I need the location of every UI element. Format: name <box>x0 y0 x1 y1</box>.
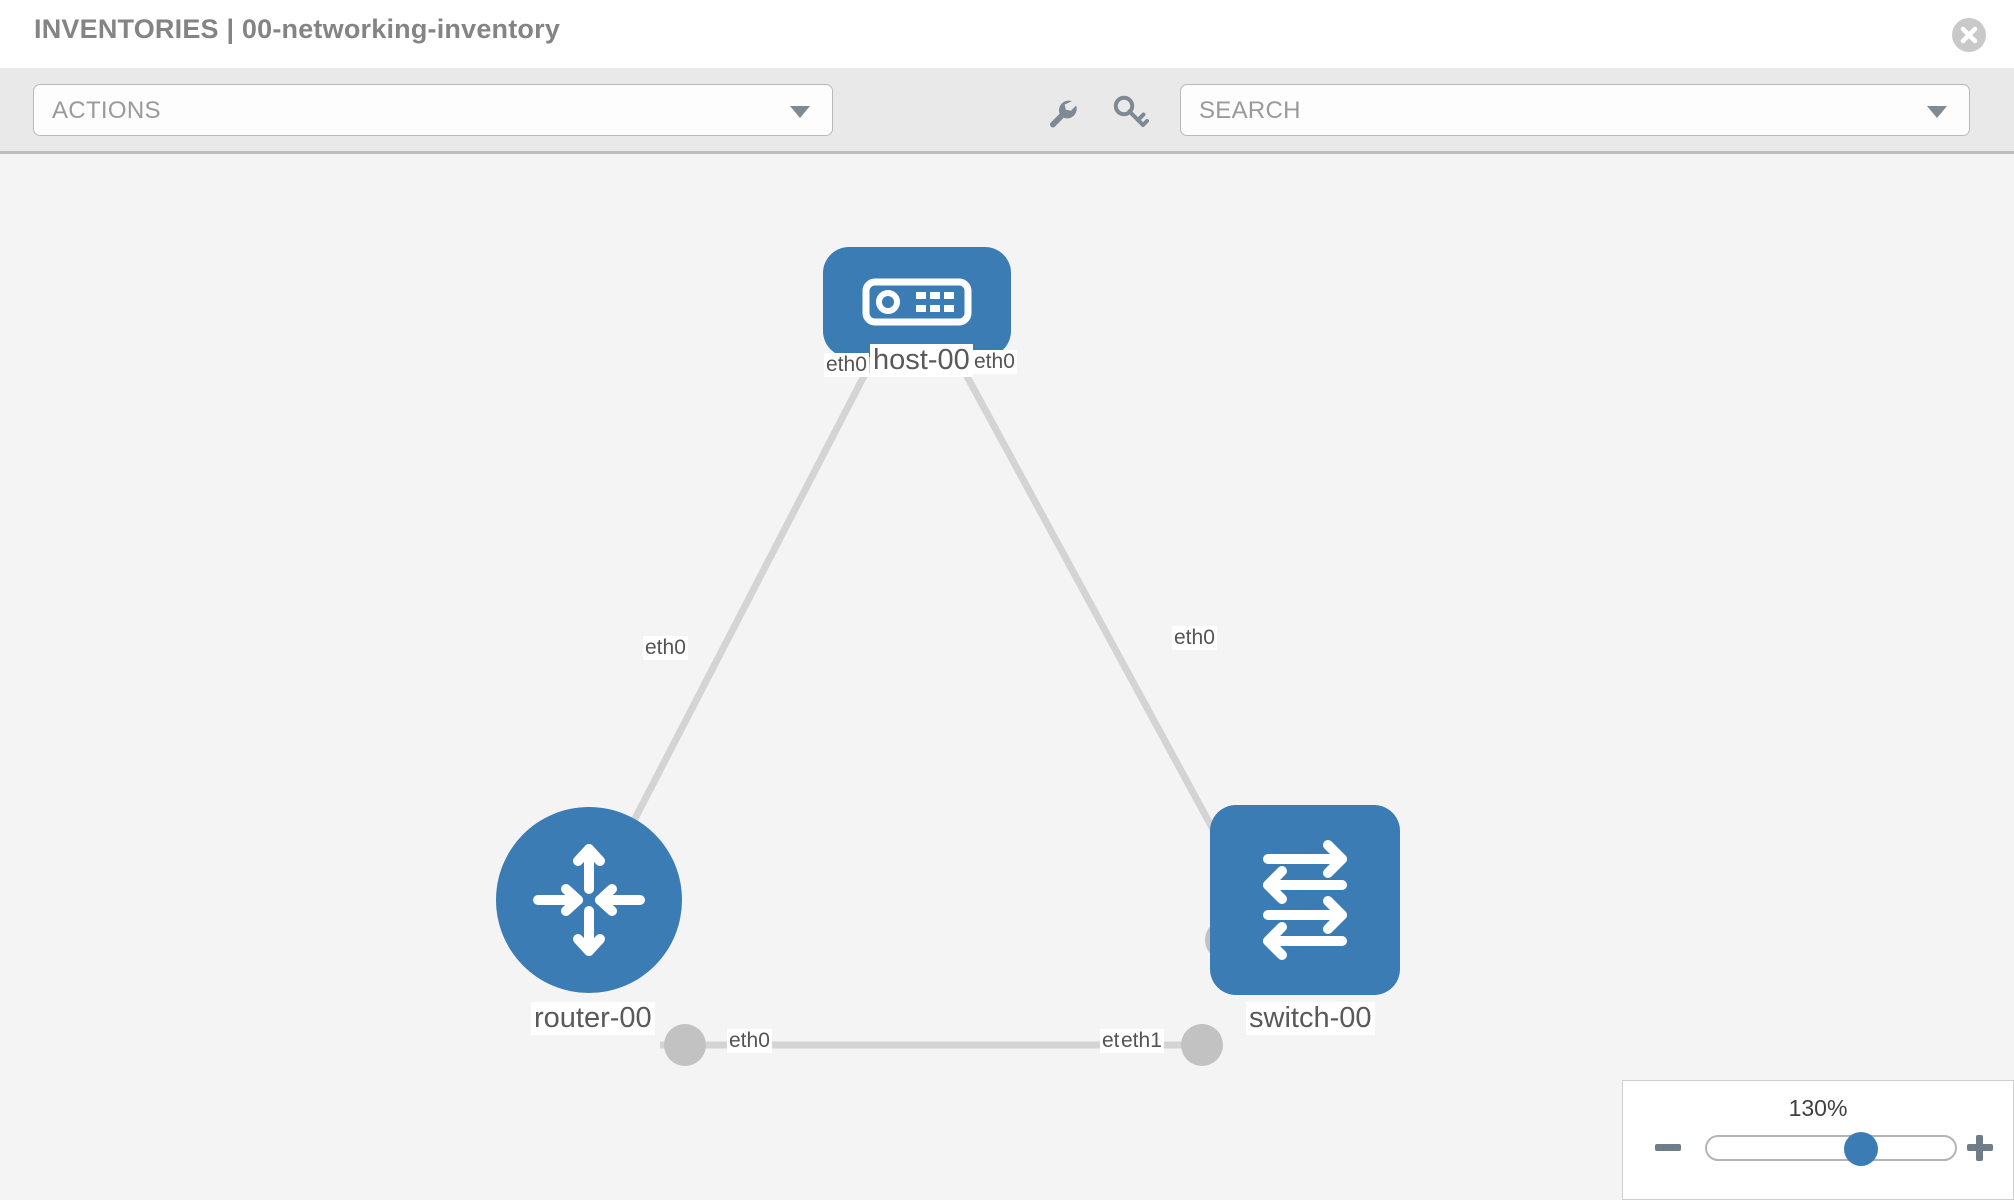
close-icon-glyph <box>1960 26 1978 44</box>
actions-dropdown-label: ACTIONS <box>52 97 161 124</box>
close-icon[interactable] <box>1952 18 1986 52</box>
search-placeholder: SEARCH <box>1199 97 1301 124</box>
iface-label-router00-eth0-uplink: eth0 <box>643 636 688 660</box>
edge-host00-router00 <box>606 343 884 869</box>
plus-icon[interactable] <box>1963 1131 1997 1165</box>
iface-label-host00-eth0-right: eth0 <box>972 350 1017 374</box>
switch-arrows-icon <box>1263 840 1347 960</box>
node-host-00-label: host-00 <box>870 344 973 377</box>
server-appliance-icon <box>862 278 972 326</box>
node-router-00-label: router-00 <box>531 1002 655 1035</box>
connector-switch00-left[interactable] <box>1181 1024 1223 1066</box>
wrench-icon[interactable] <box>1042 92 1082 132</box>
iface-label-router00-eth0: eth0 <box>727 1029 772 1053</box>
zoom-level-value: 130% <box>1788 1095 1848 1121</box>
node-switch-00-label: switch-00 <box>1246 1002 1375 1035</box>
key-icon[interactable] <box>1110 92 1150 132</box>
page-header: INVENTORIES | 00-networking-inventory <box>0 0 2014 68</box>
iface-label-switch00-eth0-uplink: eth0 <box>1172 626 1217 650</box>
chevron-down-icon <box>790 106 810 118</box>
plus-icon-glyph <box>1967 1135 1993 1161</box>
wrench-icon-glyph <box>1049 100 1077 128</box>
page-title: INVENTORIES | 00-networking-inventory <box>34 14 561 44</box>
zoom-slider-track[interactable] <box>1705 1132 1957 1166</box>
minus-icon[interactable] <box>1651 1131 1685 1165</box>
actions-dropdown[interactable]: ACTIONS <box>33 84 833 136</box>
node-switch-00-shape[interactable] <box>1210 805 1400 995</box>
router-arrows-icon <box>533 844 645 956</box>
connector-router00-right[interactable] <box>664 1024 706 1066</box>
edge-host00-switch00 <box>946 343 1232 859</box>
iface-label-switch00-eth1: eth1 <box>1119 1029 1164 1053</box>
chevron-down-icon <box>1927 106 1947 118</box>
node-host-00-shape[interactable] <box>823 247 1011 357</box>
node-router-00-shape[interactable] <box>496 807 682 993</box>
minus-icon-glyph <box>1655 1144 1681 1151</box>
key-icon-glyph <box>1113 95 1149 127</box>
zoom-slider-thumb[interactable] <box>1843 1132 1878 1166</box>
iface-label-host00-eth0-left: eth0 <box>824 353 869 377</box>
search-input[interactable]: SEARCH <box>1180 84 1970 136</box>
zoom-control-panel: 130% <box>1622 1080 2014 1200</box>
topology-canvas[interactable]: host-00 router <box>0 157 2014 1200</box>
